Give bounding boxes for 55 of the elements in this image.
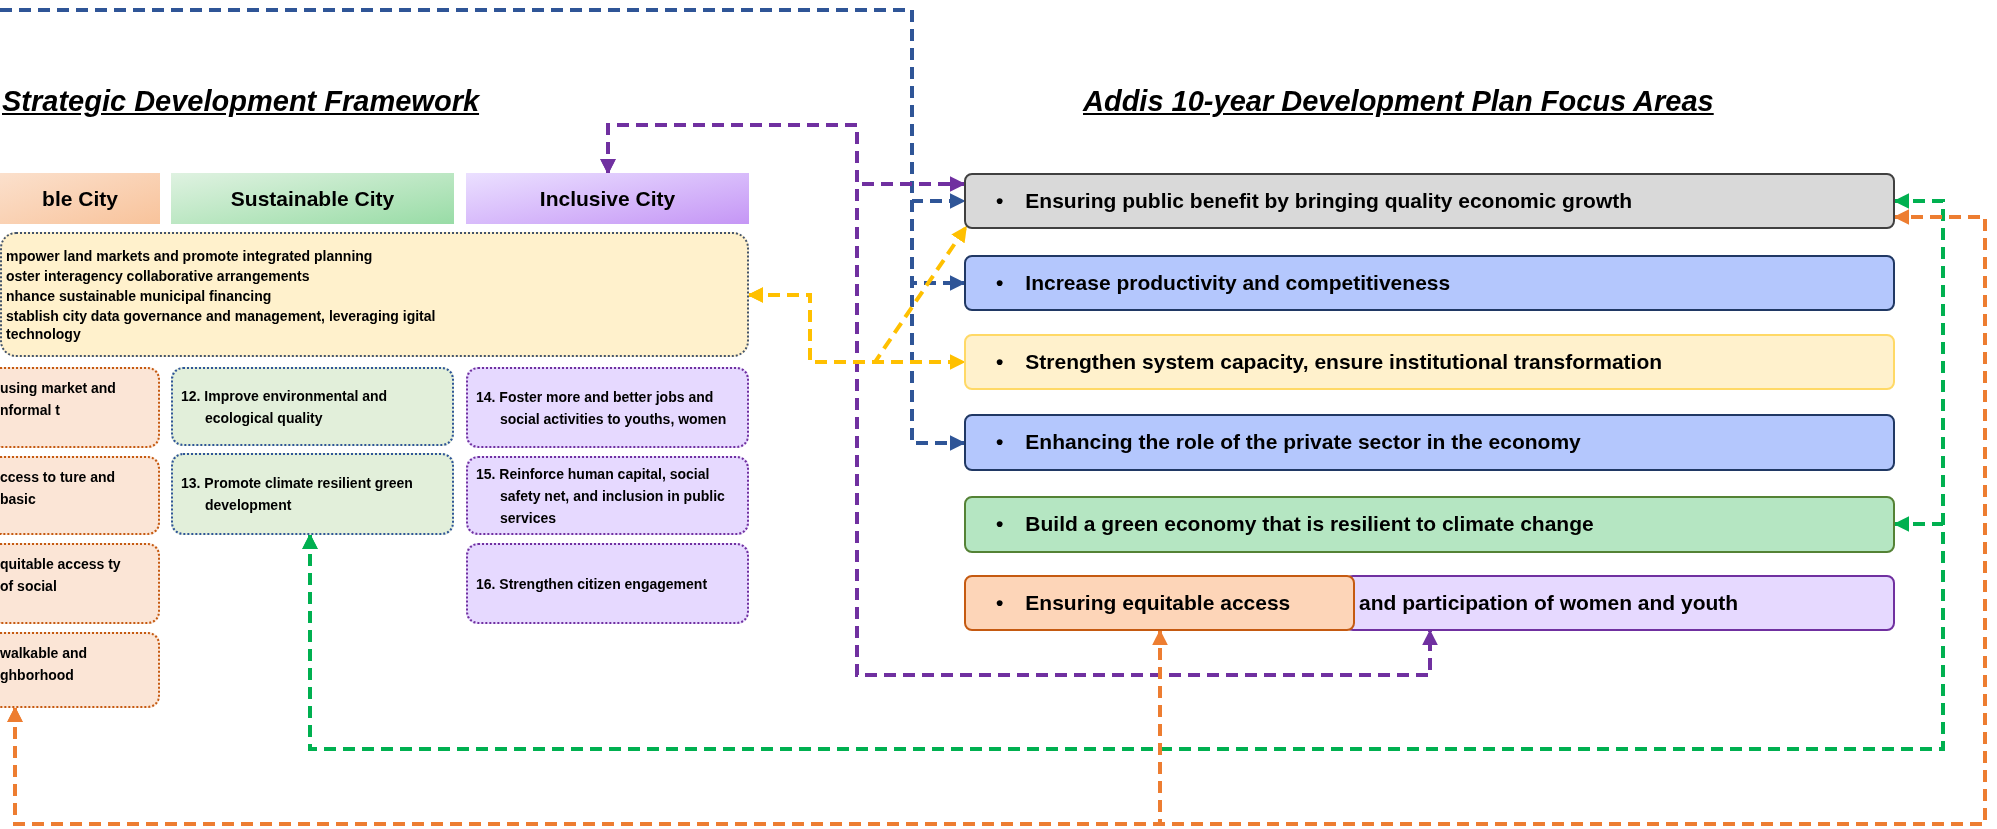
strategy-box (466, 456, 749, 535)
bullet: • (996, 589, 1004, 616)
strategy-text: quitable access ty of social (0, 555, 122, 596)
strategy-text: nhance sustainable municipal financing (6, 286, 273, 305)
bullet: • (996, 269, 1004, 296)
focus-area-text: Increase productivity and competitiveness (1025, 269, 1451, 296)
column-title: Inclusive City (539, 185, 676, 212)
dashed-arrow (600, 123, 1438, 677)
strategy-text: oster interagency collaborative arrangements (6, 266, 311, 285)
strategy-text: 15. Reinforce human capital, social safety net, and inclusion in public services (475, 464, 726, 528)
section-title: Strategic Development Framework (2, 84, 480, 119)
dashed-arrow (747, 225, 968, 364)
focus-area-text: Strengthen system capacity, ensure institutional transformation (1025, 348, 1663, 375)
column-header (171, 173, 454, 224)
strategy-box (171, 367, 454, 446)
focus-area-box (964, 334, 1895, 390)
strategy-box (466, 543, 749, 624)
strategy-box (0, 232, 749, 357)
focus-area-box (964, 496, 1895, 553)
strategy-text: 12. Improve environmental and ecological quality (180, 386, 389, 428)
focus-area-box (964, 575, 1355, 631)
strategy-text: mpower land markets and promote integrated planning (6, 246, 374, 265)
strategy-text: 14. Foster more and better jobs and social activities to youths, women (475, 387, 728, 429)
bullet: • (996, 511, 1004, 538)
strategy-text: walkable and ghborhood (0, 644, 89, 685)
dashed-arrow (7, 629, 1168, 826)
strategy-text: stablish city data governance and management, leveraging igital technology (6, 306, 437, 343)
column-header (0, 173, 160, 224)
focus-area-box (964, 173, 1895, 229)
column-title: Sustainable City (230, 185, 395, 212)
focus-area-text: Ensuring equitable access (1025, 589, 1291, 616)
focus-area-text: and participation of women and youth (1358, 589, 1739, 616)
strategy-box (0, 456, 160, 535)
strategy-text: using market and nformal t (0, 379, 117, 420)
bullet: • (996, 187, 1004, 214)
focus-area-text: Ensuring public benefit by bringing quality economic growth (1025, 187, 1633, 214)
bullet: • (996, 429, 1004, 456)
strategy-box (171, 453, 454, 535)
strategy-box (0, 632, 160, 708)
strategy-box (0, 367, 160, 448)
column-title: ble City (42, 185, 118, 212)
strategy-box (466, 367, 749, 448)
section-title: Addis 10-year Development Plan Focus Areas (1083, 84, 1714, 119)
focus-area-box (964, 255, 1895, 311)
strategy-text: 16. Strengthen citizen engagement (475, 574, 709, 594)
strategy-text: 13. Promote climate resilient green development (180, 474, 414, 515)
strategy-box (0, 543, 160, 624)
bullet: • (996, 348, 1004, 375)
strategy-text: ccess to ture and basic (0, 468, 117, 509)
column-header (466, 173, 749, 224)
dashed-arrow (0, 8, 966, 451)
focus-area-text: Build a green economy that is resilient to climate change (1025, 511, 1594, 538)
dashed-arrow (302, 516, 1945, 751)
focus-area-text: Enhancing the role of the private sector in the economy (1025, 429, 1581, 456)
focus-area-box (964, 414, 1895, 471)
